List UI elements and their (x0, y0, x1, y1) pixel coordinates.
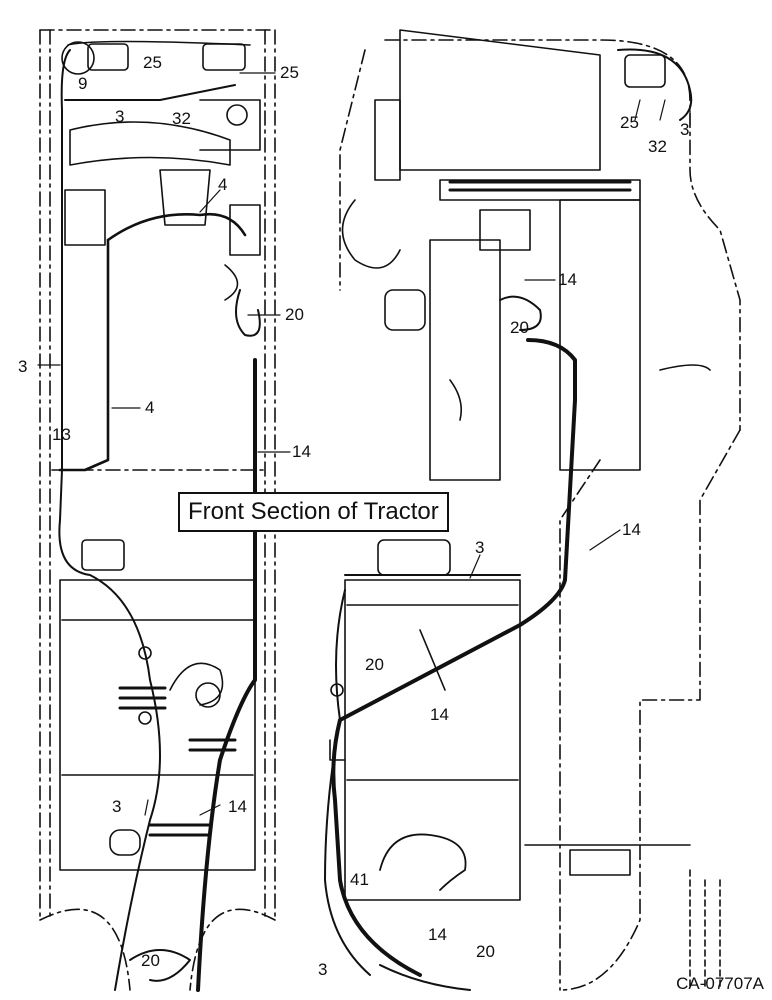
callout-label: 32 (648, 137, 667, 156)
callout-label: 25 (143, 53, 162, 72)
callout-label: 20 (365, 655, 384, 674)
callout-label: 14 (292, 442, 311, 461)
callout-label: 3 (475, 538, 484, 557)
callout-label: 32 (172, 109, 191, 128)
callout-label: 13 (52, 425, 71, 444)
callout-label: 3 (18, 357, 27, 376)
wire-harness-4 (58, 212, 247, 472)
leader-lines (37, 72, 691, 816)
callout-label: 9 (78, 74, 87, 93)
left-upper-components (61, 40, 261, 301)
wire-harness-20 (129, 289, 542, 991)
diagram-caption: Front Section of Tractor (178, 492, 449, 532)
callout-label: 20 (141, 951, 160, 970)
callout-label: 20 (285, 305, 304, 324)
callout-label: 20 (476, 942, 495, 961)
callout-label: 4 (145, 398, 154, 417)
callout-label: 14 (622, 520, 641, 539)
callout-label: 20 (510, 318, 529, 337)
callout-label: 3 (680, 120, 689, 139)
callout-labels: 25 9 25 3 32 4 20 3 4 13 14 3 14 20 25 3… (18, 53, 689, 979)
left-lower-components (59, 539, 256, 871)
callout-label: 4 (218, 175, 227, 194)
callout-label: 14 (430, 705, 449, 724)
callout-label: 3 (112, 797, 121, 816)
wire-harness-14[interactable] (196, 338, 577, 992)
figure-id: CA-07707A (676, 974, 764, 993)
callout-label: 3 (318, 960, 327, 979)
wire-harness-41 (379, 833, 467, 891)
callout-label: 41 (350, 870, 369, 889)
right-components (329, 29, 721, 991)
callout-label: 14 (558, 270, 577, 289)
callout-label: 14 (428, 925, 447, 944)
callout-label: 14 (228, 797, 247, 816)
right-frame (339, 39, 741, 991)
callout-label: 25 (620, 113, 639, 132)
left-frame (39, 29, 276, 991)
callout-label: 25 (280, 63, 299, 82)
callout-label: 3 (115, 107, 124, 126)
